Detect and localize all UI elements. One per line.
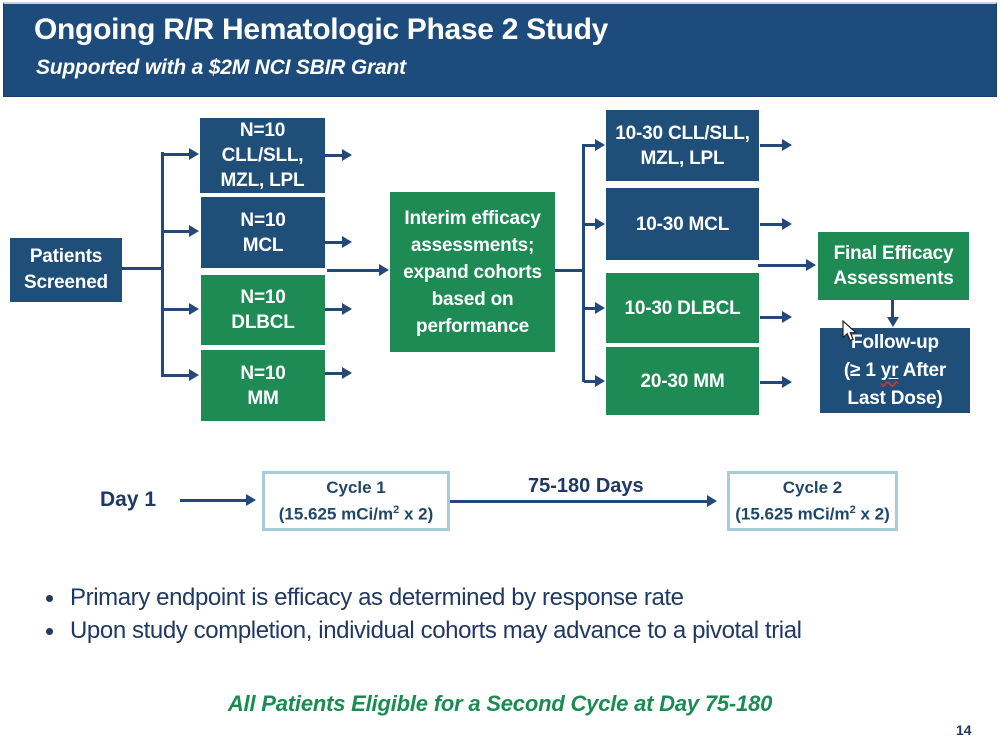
box-cohort-mcl: N=10 MCL — [201, 197, 325, 268]
box-follow-up: Follow-up (≥ 1 yr After Last Dose) — [820, 328, 970, 413]
between-cycles-label: 75-180 Days — [528, 475, 644, 497]
connector-rbranch-2 — [584, 223, 597, 226]
arrowhead-rbranch-1 — [595, 139, 605, 151]
arrowhead-estub-1 — [782, 139, 792, 151]
connector-rbranch-3 — [584, 307, 597, 310]
connector-day1-to-cycle1 — [180, 499, 247, 502]
connector-rbranch-4 — [584, 380, 597, 383]
box-cycle-2: Cycle 2 (15.625 mCi/m2 x 2) — [727, 471, 898, 531]
stub-expanded-1 — [760, 144, 783, 147]
stub-expanded-2 — [760, 223, 783, 226]
connector-to-interim — [327, 269, 380, 272]
day1-label: Day 1 — [100, 488, 157, 511]
bullet-text-1: Primary endpoint is efficacy as determin… — [70, 584, 684, 611]
arrowhead-stub-1 — [342, 149, 352, 161]
arrowhead-estub-2 — [782, 218, 792, 230]
box-cohort-mm: N=10 MM — [201, 350, 325, 421]
box-expanded-mcl: 10-30 MCL — [606, 188, 759, 260]
arrowhead-to-final — [806, 259, 816, 271]
stub-cohort-2 — [325, 241, 343, 244]
slide-subtitle: Supported with a $2M NCI SBIR Grant — [36, 56, 406, 79]
arrowhead-stub-4 — [342, 367, 352, 379]
connector-right-trunk — [582, 144, 585, 382]
follow-up-yr-misspelling: yr — [880, 359, 899, 381]
stub-cohort-3 — [325, 308, 343, 311]
arrowhead-rbranch-4 — [595, 375, 605, 387]
arrowhead-branch-4 — [189, 369, 199, 381]
arrowhead-stub-3 — [342, 303, 352, 315]
slide-title: Ongoing R/R Hematologic Phase 2 Study — [34, 13, 608, 46]
arrowhead-estub-3 — [782, 311, 792, 323]
arrowhead-to-interim — [379, 264, 389, 276]
connector-final-to-followup — [891, 300, 894, 318]
box-cohort-cll-sll: N=10 CLL/SLL, MZL, LPL — [200, 118, 325, 193]
arrowhead-down-followup — [887, 317, 899, 327]
box-interim-assessments: Interim efficacy assessments; expand coh… — [390, 192, 555, 352]
connector-patients-to-trunk — [122, 267, 163, 270]
bullet-dot-1 — [46, 595, 53, 602]
arrowhead-rbranch-3 — [595, 302, 605, 314]
stub-expanded-4 — [760, 381, 783, 384]
connector-rbranch-1 — [584, 144, 597, 147]
arrowhead-estub-4 — [782, 376, 792, 388]
connector-branch-2 — [163, 230, 190, 233]
arrowhead-branch-1 — [189, 148, 199, 160]
connector-branch-3 — [163, 308, 190, 311]
box-expanded-cll-sll: 10-30 CLL/SLL, MZL, LPL — [606, 110, 759, 181]
box-patients-screened: Patients Screened — [10, 238, 122, 302]
arrowhead-rbranch-2 — [595, 218, 605, 230]
arrowhead-cycle2 — [707, 495, 717, 507]
box-final-efficacy: Final Efficacy Assessments — [818, 232, 969, 300]
connector-branch-4 — [163, 374, 190, 377]
connector-left-trunk — [161, 152, 164, 377]
footer-note: All Patients Eligible for a Second Cycle… — [227, 691, 773, 716]
slide-header: Ongoing R/R Hematologic Phase 2 Study Su… — [3, 2, 997, 97]
arrowhead-branch-3 — [189, 303, 199, 315]
arrowhead-branch-2 — [189, 225, 199, 237]
stub-expanded-3 — [760, 316, 783, 319]
connector-branch-1 — [163, 153, 190, 156]
connector-interim-to-trunk — [555, 269, 584, 272]
stub-cohort-4 — [325, 372, 343, 375]
page-number: 14 — [956, 722, 972, 738]
box-cycle-1: Cycle 1 (15.625 mCi/m2 x 2) — [262, 471, 450, 531]
arrowhead-day1 — [246, 494, 256, 506]
mouse-cursor — [842, 320, 858, 342]
box-expanded-dlbcl: 10-30 DLBCL — [606, 273, 759, 343]
box-expanded-mm: 20-30 MM — [606, 347, 759, 415]
arrowhead-stub-2 — [342, 236, 352, 248]
connector-cycle1-to-cycle2 — [450, 500, 708, 503]
bullet-dot-2 — [46, 628, 53, 635]
connector-to-final — [758, 264, 807, 267]
box-cohort-dlbcl: N=10 DLBCL — [201, 275, 325, 345]
bullet-text-2: Upon study completion, individual cohort… — [70, 617, 802, 644]
stub-cohort-1 — [325, 154, 343, 157]
